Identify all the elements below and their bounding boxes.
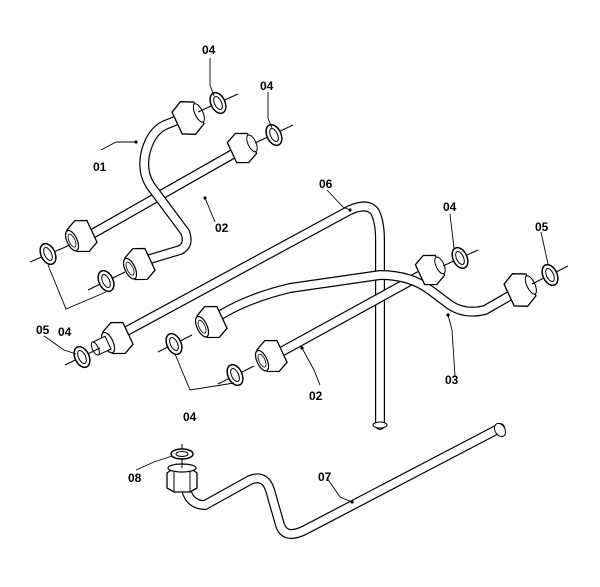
gasket-05-right <box>531 263 569 287</box>
label-01: 01 <box>93 160 107 174</box>
gasket-04-mid-a <box>157 332 193 356</box>
part-03-pipe <box>205 270 525 327</box>
label-03: 03 <box>445 373 459 387</box>
label-04-right: 04 <box>443 200 457 214</box>
part-01-bent-pipe <box>135 110 195 267</box>
label-04-top-b: 04 <box>260 79 274 93</box>
gasket-04-left-b <box>87 269 126 293</box>
label-05-left: 05 <box>36 323 50 337</box>
part-02-lower-pipe <box>265 265 435 363</box>
union-nut-02-upper-right <box>226 132 258 164</box>
union-nut-01-bottom <box>122 247 156 281</box>
part-06-pipe <box>105 201 388 430</box>
label-02-lower: 02 <box>309 389 323 403</box>
callout-labels: 04 04 01 02 06 04 05 04 05 03 02 04 08 0… <box>36 43 549 485</box>
label-05-right: 05 <box>535 220 549 234</box>
part-07-pipe <box>180 422 507 539</box>
label-04-bottom: 04 <box>183 410 197 424</box>
union-nut-02-lower-left <box>254 339 288 373</box>
label-06: 06 <box>319 177 333 191</box>
leader-lines <box>43 58 549 504</box>
union-nut-06-left <box>90 321 134 356</box>
union-nut-03-right <box>503 273 537 307</box>
gasket-04-right <box>442 246 479 270</box>
gasket-08 <box>170 444 194 468</box>
label-04-left: 04 <box>58 325 72 339</box>
union-nut-03-left <box>194 305 228 339</box>
label-02-upper: 02 <box>215 221 229 235</box>
union-nut-02-lower-right <box>414 254 446 286</box>
label-04-top-a: 04 <box>202 43 216 57</box>
gasket-04-top-a <box>197 91 239 115</box>
label-08: 08 <box>128 471 142 485</box>
label-07: 07 <box>318 470 332 484</box>
union-nut-02-upper-left <box>64 219 98 253</box>
gasket-04-top-b <box>254 123 294 147</box>
gasket-04-mid-b <box>217 363 255 387</box>
gasket-04-left-a <box>29 242 71 266</box>
union-nut-07 <box>166 463 198 493</box>
union-nut-01-top <box>171 101 205 135</box>
gasket-05-left <box>64 345 101 369</box>
